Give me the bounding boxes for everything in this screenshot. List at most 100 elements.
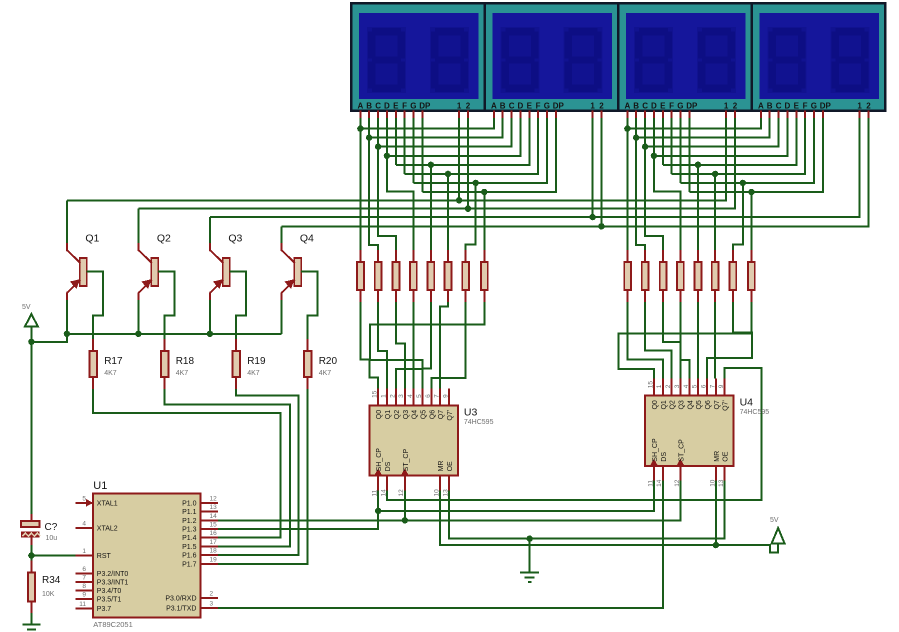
svg-text:10: 10: [434, 489, 441, 497]
svg-text:Q7': Q7': [723, 400, 730, 411]
svg-text:9: 9: [443, 394, 450, 398]
svg-text:C: C: [642, 101, 648, 110]
svg-text:D: D: [785, 101, 791, 110]
svg-text:OE: OE: [447, 461, 454, 471]
svg-text:16: 16: [210, 530, 218, 537]
svg-text:Q6: Q6: [705, 400, 712, 409]
svg-text:3: 3: [398, 394, 405, 398]
svg-text:P1.2: P1.2: [182, 518, 197, 525]
svg-text:E: E: [527, 101, 533, 110]
svg-text:14: 14: [381, 489, 388, 497]
svg-text:U3: U3: [464, 406, 478, 418]
svg-text:4: 4: [407, 394, 414, 398]
svg-text:2: 2: [866, 101, 871, 110]
svg-text:12: 12: [398, 489, 405, 497]
svg-text:P3.3/INT1: P3.3/INT1: [97, 580, 129, 587]
svg-text:U1: U1: [93, 480, 107, 492]
svg-text:1: 1: [724, 101, 729, 110]
svg-text:Q0: Q0: [652, 400, 659, 409]
svg-text:Q5: Q5: [420, 410, 427, 419]
svg-text:1: 1: [857, 101, 862, 110]
svg-text:4K7: 4K7: [176, 370, 189, 377]
svg-text:13: 13: [443, 489, 450, 497]
svg-text:12: 12: [674, 479, 681, 487]
svg-text:P3.5/T1: P3.5/T1: [97, 597, 122, 604]
svg-text:4K7: 4K7: [104, 370, 117, 377]
svg-text:C: C: [509, 101, 515, 110]
svg-text:1: 1: [457, 101, 462, 110]
svg-text:15: 15: [647, 381, 654, 389]
svg-text:P1.6: P1.6: [182, 553, 197, 560]
svg-text:Q2: Q2: [394, 410, 401, 419]
svg-text:P1.3: P1.3: [182, 527, 197, 534]
svg-text:P3.2/INT0: P3.2/INT0: [97, 571, 129, 578]
svg-text:14: 14: [656, 479, 663, 487]
svg-text:7: 7: [709, 384, 716, 388]
svg-text:4: 4: [82, 520, 86, 527]
svg-text:17: 17: [210, 539, 218, 546]
svg-text:F: F: [402, 101, 407, 110]
svg-text:ST_CP: ST_CP: [403, 449, 410, 472]
svg-text:5: 5: [692, 384, 699, 388]
svg-text:P3.7: P3.7: [97, 606, 112, 613]
svg-text:4K7: 4K7: [319, 370, 332, 377]
svg-text:DS: DS: [661, 452, 668, 462]
svg-text:Q1: Q1: [385, 410, 392, 419]
svg-text:D: D: [518, 101, 524, 110]
svg-text:Q4: Q4: [687, 400, 694, 409]
svg-text:A: A: [625, 101, 631, 110]
svg-text:Q4: Q4: [412, 410, 419, 419]
svg-text:3: 3: [674, 384, 681, 388]
svg-text:OE: OE: [723, 451, 730, 461]
svg-text:19: 19: [210, 556, 218, 563]
svg-text:P1.1: P1.1: [182, 509, 197, 516]
svg-text:13: 13: [210, 504, 218, 511]
svg-text:G: G: [677, 101, 683, 110]
svg-text:E: E: [660, 101, 666, 110]
svg-text:5: 5: [416, 394, 423, 398]
svg-text:DP: DP: [820, 101, 832, 110]
svg-text:C: C: [375, 101, 381, 110]
svg-text:SH_CP: SH_CP: [652, 438, 659, 462]
svg-text:Q3: Q3: [403, 410, 410, 419]
svg-text:ST_CP: ST_CP: [678, 439, 685, 462]
svg-text:Q4: Q4: [300, 233, 314, 245]
svg-text:7: 7: [434, 394, 441, 398]
svg-text:3: 3: [210, 601, 214, 608]
svg-text:2: 2: [466, 101, 471, 110]
svg-text:10K: 10K: [42, 591, 55, 598]
svg-text:Q5: Q5: [696, 400, 703, 409]
svg-text:F: F: [669, 101, 674, 110]
svg-text:B: B: [633, 101, 639, 110]
svg-text:1: 1: [590, 101, 595, 110]
svg-text:E: E: [393, 101, 399, 110]
svg-text:G: G: [410, 101, 416, 110]
svg-text:7: 7: [82, 575, 86, 582]
svg-text:AT89C2051: AT89C2051: [93, 620, 132, 629]
svg-text:A: A: [491, 101, 497, 110]
svg-text:2: 2: [665, 384, 672, 388]
svg-text:2: 2: [599, 101, 604, 110]
svg-text:C?: C?: [45, 522, 58, 533]
svg-text:15: 15: [210, 522, 218, 529]
svg-text:10u: 10u: [46, 535, 58, 542]
svg-text:MR: MR: [438, 461, 445, 472]
svg-text:Q1: Q1: [85, 233, 99, 245]
svg-text:XTAL1: XTAL1: [97, 500, 118, 507]
svg-text:6: 6: [82, 566, 86, 573]
svg-text:13: 13: [718, 479, 725, 487]
svg-text:6: 6: [701, 384, 708, 388]
svg-text:11: 11: [372, 489, 379, 496]
svg-text:DS: DS: [385, 461, 392, 471]
svg-text:74HC595: 74HC595: [740, 409, 770, 416]
svg-text:P1.7: P1.7: [182, 561, 197, 568]
svg-text:Q7: Q7: [438, 410, 445, 419]
svg-text:2: 2: [389, 394, 396, 398]
svg-text:R17: R17: [104, 356, 123, 367]
svg-text:U4: U4: [740, 397, 754, 409]
svg-text:10: 10: [709, 479, 716, 487]
svg-text:XTAL2: XTAL2: [97, 525, 118, 532]
svg-text:G: G: [811, 101, 817, 110]
svg-text:D: D: [384, 101, 390, 110]
svg-text:12: 12: [210, 495, 218, 502]
